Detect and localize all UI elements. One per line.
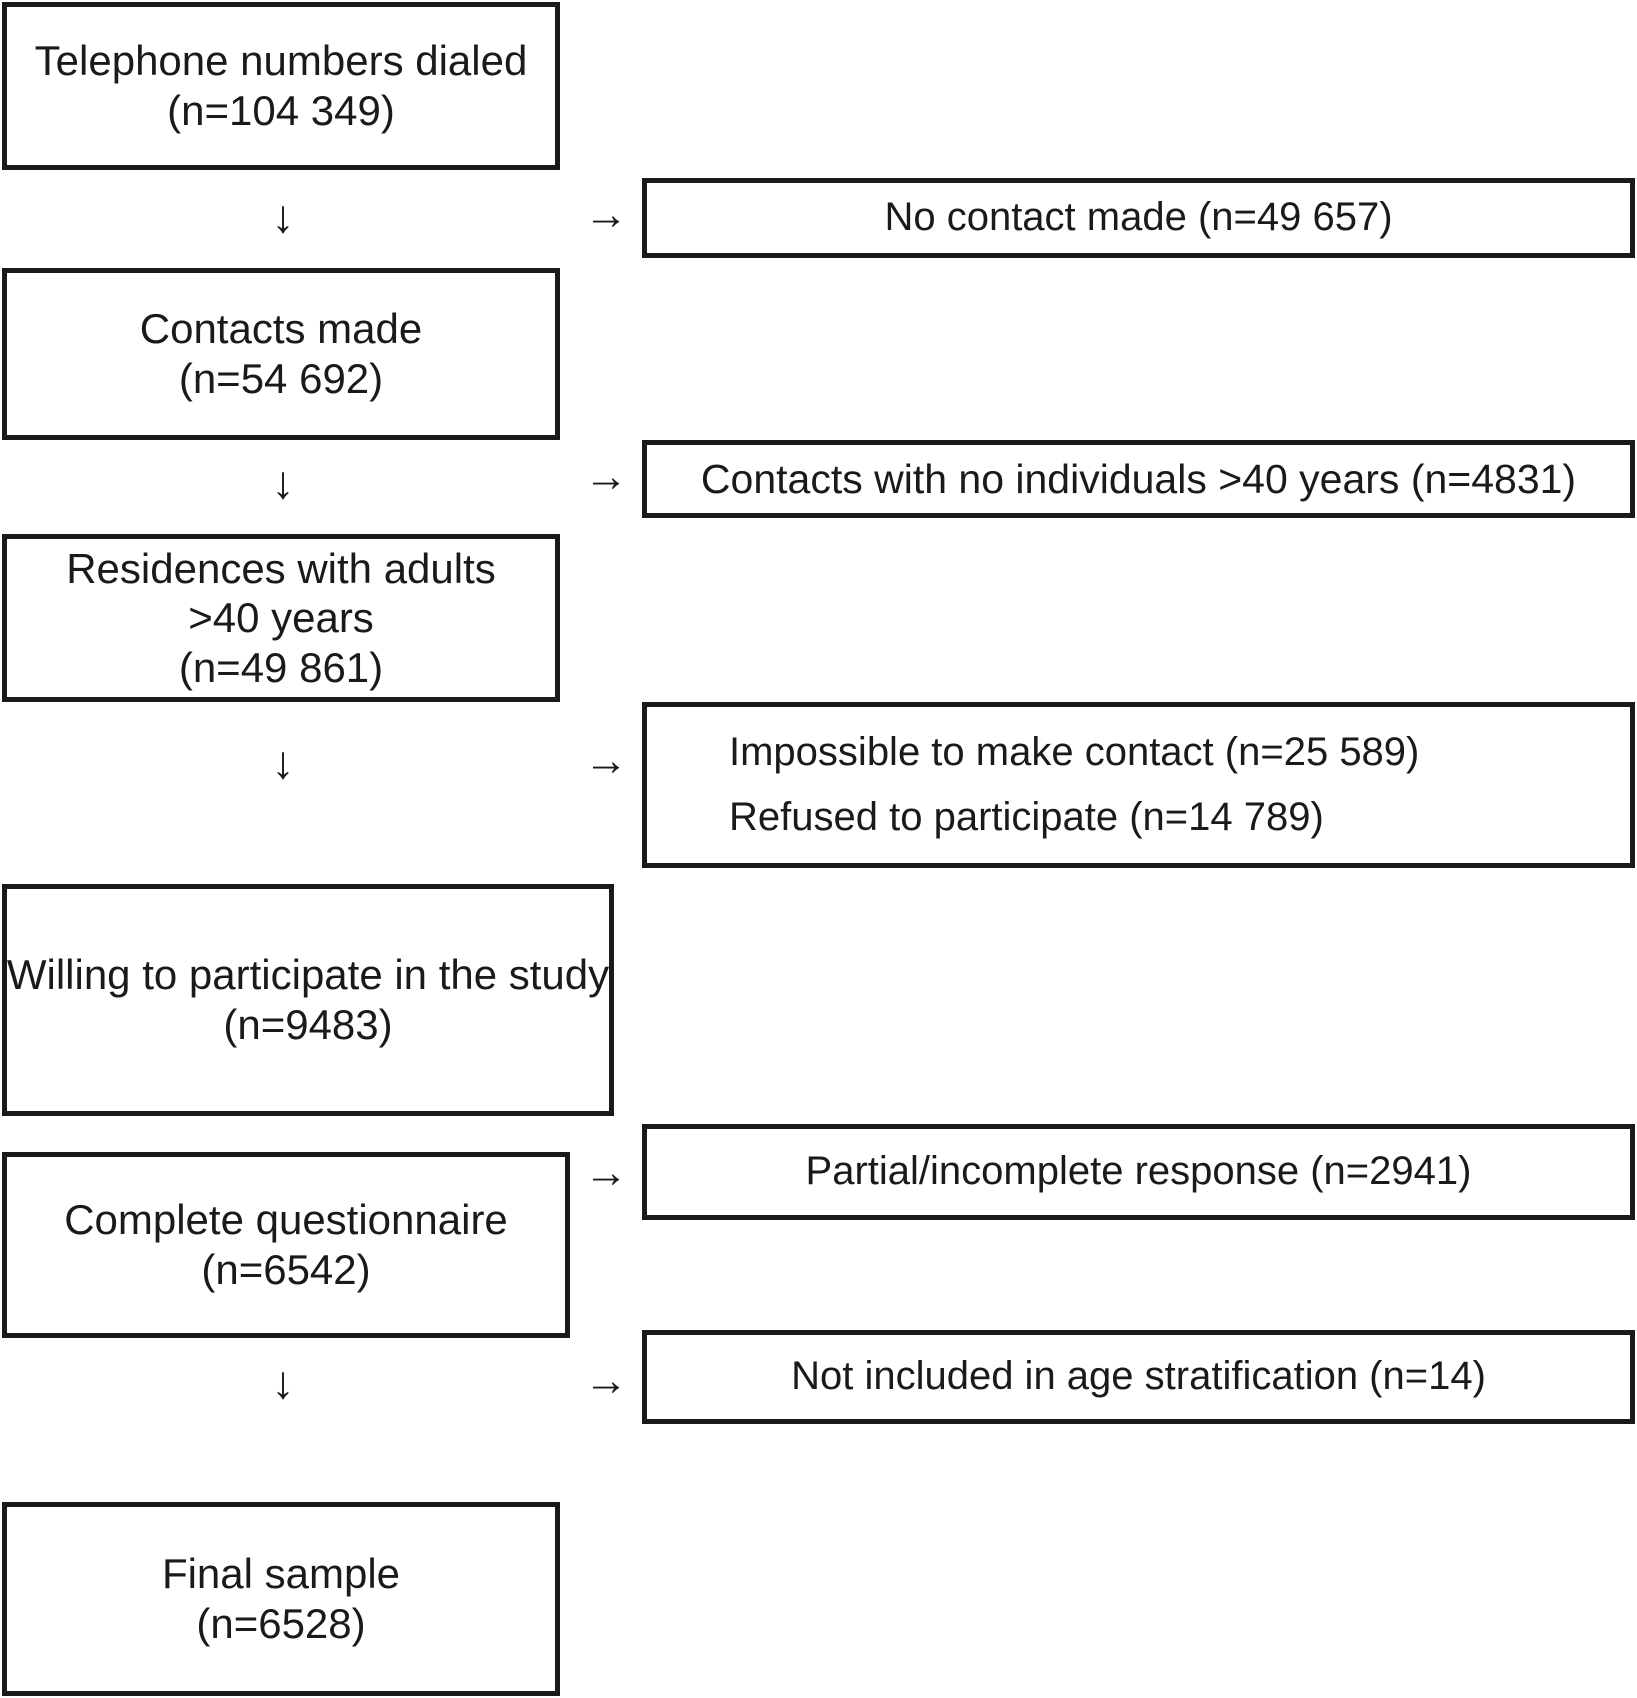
arrow-right-glyph: →: [584, 1148, 628, 1197]
node-label-line1: Partial/incomplete response (n=2941): [805, 1149, 1472, 1194]
node-label-line2: (n=9483): [223, 1001, 393, 1048]
node-label-line1: Residences with adults: [66, 544, 496, 592]
node-label-line2: (n=104 349): [167, 87, 395, 134]
node-label-line3: (n=49 861): [178, 643, 384, 691]
down-arrow-icon-2: ↓: [255, 448, 311, 516]
node-impossible-refused: Impossible to make contact (n=25 589) Re…: [642, 702, 1635, 868]
right-arrow-icon-4: →: [575, 1142, 637, 1204]
arrow-down-glyph: ↓: [271, 1356, 295, 1408]
node-telephone-numbers-dialed: Telephone numbers dialed (n=104 349): [2, 2, 560, 170]
node-label-line1: No contact made (n=49 657): [884, 195, 1393, 240]
down-arrow-icon-3: ↓: [255, 728, 311, 796]
arrow-right-glyph: →: [584, 736, 628, 785]
node-label-line2: (n=6528): [196, 1600, 366, 1647]
node-label-line1: Willing to participate in the study: [6, 951, 610, 999]
down-arrow-icon-5: ↓: [255, 1348, 311, 1416]
right-arrow-icon-5: →: [575, 1350, 637, 1412]
arrow-down-glyph: ↓: [271, 736, 295, 788]
arrow-right-glyph: →: [584, 190, 628, 239]
node-label-line2: >40 years: [188, 594, 374, 642]
right-arrow-icon-1: →: [575, 184, 637, 246]
node-contacts-made: Contacts made (n=54 692): [2, 268, 560, 440]
arrow-right-glyph: →: [584, 452, 628, 501]
node-contacts-no-individuals-over-40: Contacts with no individuals >40 years (…: [642, 440, 1635, 518]
node-complete-questionnaire: Complete questionnaire (n=6542): [2, 1152, 570, 1338]
node-label-line2: (n=54 692): [178, 355, 384, 402]
arrow-down-glyph: ↓: [271, 190, 295, 242]
node-label-line1: Complete questionnaire: [64, 1196, 508, 1244]
down-arrow-icon-1: ↓: [255, 182, 311, 250]
node-label-line1: Final sample: [161, 1550, 401, 1598]
node-label-line2: (n=6542): [201, 1246, 371, 1293]
node-not-included-age-stratification: Not included in age stratification (n=14…: [642, 1330, 1635, 1424]
node-label-line1: Contacts with no individuals >40 years (…: [700, 455, 1577, 502]
node-label-line1: Telephone numbers dialed: [34, 37, 528, 85]
right-arrow-icon-3: →: [575, 730, 637, 792]
node-label-line2: Refused to participate (n=14 789): [729, 795, 1324, 839]
node-label-line1: Contacts made: [139, 305, 423, 353]
arrow-right-glyph: →: [584, 1356, 628, 1405]
node-label-line1: Impossible to make contact (n=25 589): [729, 729, 1420, 774]
right-arrow-icon-2: →: [575, 446, 637, 508]
node-partial-incomplete-response: Partial/incomplete response (n=2941): [642, 1124, 1635, 1220]
node-label-line1: Not included in age stratification (n=14…: [791, 1354, 1486, 1399]
arrow-down-glyph: ↓: [271, 456, 295, 508]
node-willing-to-participate: Willing to participate in the study (n=9…: [2, 884, 614, 1116]
node-residences-with-adults: Residences with adults >40 years (n=49 8…: [2, 534, 560, 702]
node-no-contact-made: No contact made (n=49 657): [642, 178, 1635, 258]
node-final-sample: Final sample (n=6528): [2, 1502, 560, 1696]
